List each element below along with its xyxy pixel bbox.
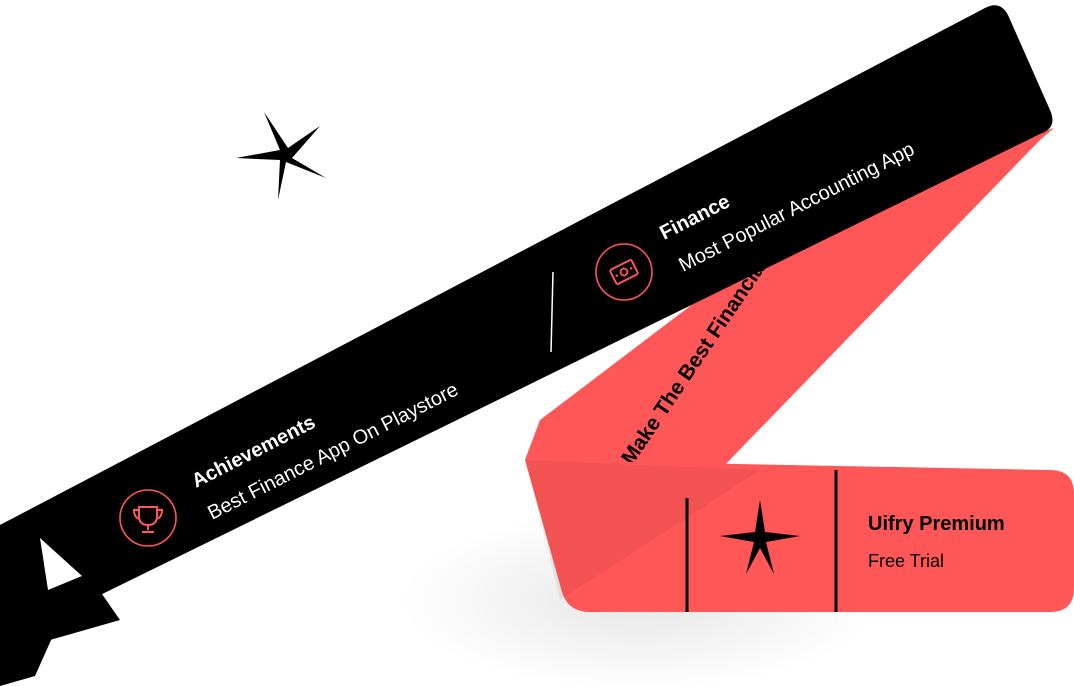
ticket-title: Uifry Premium [868,513,1005,535]
premium-ticket[interactable]: Uifry Premium Free Trial [525,460,1074,612]
money-icon [595,243,653,301]
trophy-icon [119,489,177,547]
sparkle-icon [236,112,326,200]
black-banner [0,5,1053,686]
banner-divider [550,271,554,353]
sparkle-icon [720,500,800,574]
ticket-subtitle: Free Trial [868,551,944,571]
red-ribbon [525,128,1054,470]
